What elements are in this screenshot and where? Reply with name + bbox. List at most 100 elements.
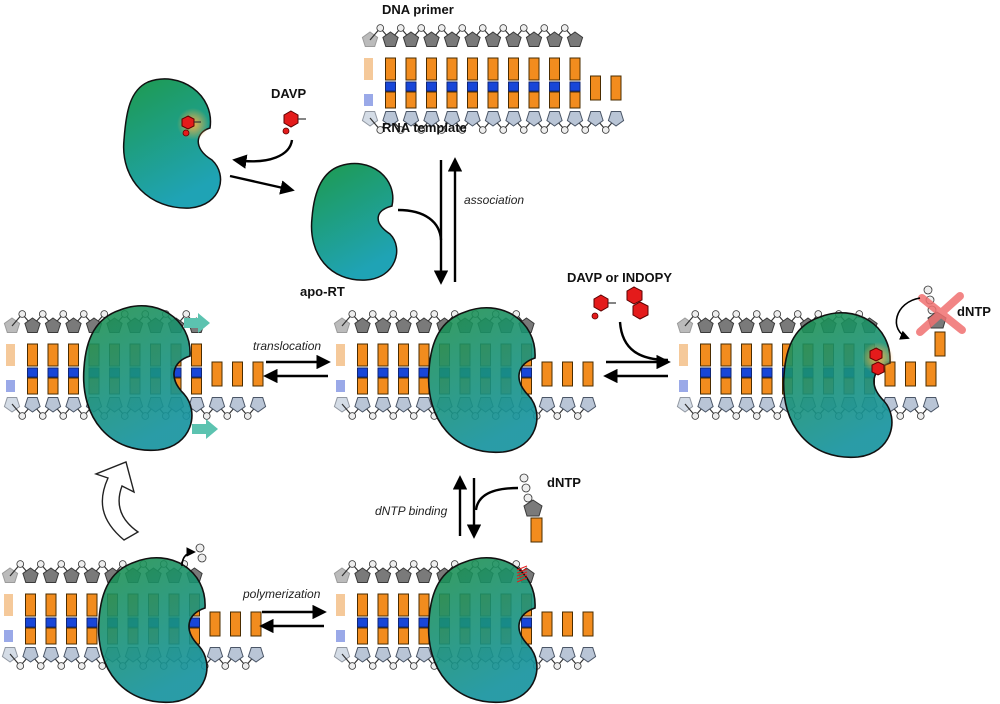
primer-base bbox=[385, 81, 396, 92]
template-nucleotide bbox=[761, 377, 773, 395]
polymerization-arrows bbox=[259, 604, 327, 634]
phosphate bbox=[16, 662, 25, 670]
phosphate bbox=[221, 662, 230, 670]
primer-base bbox=[426, 81, 437, 92]
primer-nucleotide bbox=[528, 57, 540, 81]
sugar-pentagon bbox=[354, 317, 371, 333]
phosphate bbox=[36, 662, 45, 670]
free-inhibitor-molecules bbox=[591, 286, 649, 320]
phosphate bbox=[389, 560, 398, 568]
primer-nucleotide bbox=[761, 343, 773, 367]
template-nucleotide bbox=[211, 361, 223, 387]
sugar-pentagon bbox=[738, 397, 755, 413]
faded-nucleotide bbox=[336, 594, 345, 616]
phosphate bbox=[376, 24, 385, 32]
reverse-transcriptase bbox=[82, 305, 193, 452]
primer-nucleotide bbox=[405, 57, 417, 81]
sugar-pentagon bbox=[44, 317, 62, 333]
primer-base bbox=[446, 81, 458, 92]
primer-nucleotide bbox=[508, 57, 519, 81]
phosphate bbox=[18, 412, 27, 420]
template-nucleotide bbox=[582, 361, 594, 387]
primer-base bbox=[398, 617, 409, 628]
phosphate bbox=[478, 126, 487, 134]
sugar-pentagon bbox=[738, 317, 755, 333]
template-nucleotide bbox=[905, 361, 916, 387]
primer-nucleotide bbox=[385, 57, 396, 81]
sugar-pentagon bbox=[42, 567, 60, 583]
sugar-pentagon bbox=[546, 31, 563, 47]
primer-nucleotide bbox=[398, 343, 409, 367]
phosphate bbox=[16, 560, 25, 568]
primer-base bbox=[418, 367, 430, 378]
phosphate bbox=[601, 126, 610, 134]
phosphate bbox=[79, 412, 88, 420]
primer-nucleotide bbox=[45, 593, 57, 617]
phosphate bbox=[79, 310, 88, 318]
phosphate bbox=[57, 560, 66, 568]
sugar-pentagon bbox=[415, 397, 433, 413]
sugar-pentagon bbox=[587, 111, 604, 127]
faded-base bbox=[679, 380, 688, 392]
primer-base bbox=[720, 367, 732, 378]
phosphate bbox=[409, 560, 418, 568]
template-nucleotide bbox=[45, 627, 57, 645]
template-nucleotide bbox=[446, 91, 458, 109]
sugar-pentagon bbox=[717, 397, 735, 413]
phosphate bbox=[437, 126, 446, 134]
template-nucleotide bbox=[230, 611, 241, 637]
phosphate bbox=[368, 560, 377, 568]
sugar-pentagon bbox=[922, 397, 940, 413]
template-nucleotide bbox=[357, 627, 368, 645]
phosphate bbox=[417, 126, 426, 134]
sugar-pentagon bbox=[697, 397, 714, 413]
phosphate bbox=[368, 412, 377, 420]
primer-nucleotide bbox=[377, 593, 389, 617]
template-nucleotide bbox=[528, 91, 540, 109]
sugar-pentagon bbox=[83, 647, 101, 663]
dna-primer-label: DNA primer bbox=[382, 2, 454, 17]
template-nucleotide bbox=[252, 361, 264, 387]
sugar-pentagon bbox=[83, 567, 101, 583]
template-nucleotide bbox=[405, 91, 417, 109]
phosphate bbox=[348, 412, 357, 420]
phosphate bbox=[560, 126, 569, 134]
translocation-direction-arrows bbox=[184, 313, 218, 439]
template-nucleotide bbox=[47, 377, 59, 395]
primer-base bbox=[467, 81, 478, 92]
phosphate bbox=[368, 662, 377, 670]
sugar-pentagon bbox=[525, 111, 543, 127]
apo-rt-enzyme bbox=[310, 162, 398, 281]
sugar-pentagon bbox=[22, 647, 39, 663]
sugar-pentagon bbox=[538, 397, 556, 413]
phosphate bbox=[573, 412, 582, 420]
template-nucleotide bbox=[398, 377, 409, 395]
sugar-pentagon bbox=[464, 31, 481, 47]
phosphate bbox=[499, 24, 508, 32]
phosphate bbox=[409, 412, 418, 420]
primer-nucleotide bbox=[487, 57, 499, 81]
phosphate bbox=[348, 310, 357, 318]
sugar-pentagon bbox=[758, 397, 776, 413]
phosphate bbox=[77, 662, 86, 670]
primer-base bbox=[521, 617, 532, 628]
template-nucleotide bbox=[741, 377, 752, 395]
phosphate bbox=[540, 24, 549, 32]
sugar-pentagon bbox=[249, 397, 267, 413]
primer-base bbox=[47, 367, 59, 378]
phosphate bbox=[202, 412, 211, 420]
sugar-pentagon bbox=[717, 317, 735, 333]
reverse-transcriptase bbox=[97, 557, 208, 704]
sugar-pentagon bbox=[559, 647, 576, 663]
sugar-pentagon bbox=[382, 111, 399, 127]
sugar-pentagon bbox=[505, 31, 522, 47]
template-nucleotide bbox=[467, 91, 478, 109]
sugar-pentagon bbox=[607, 111, 625, 127]
primer-base bbox=[377, 367, 389, 378]
primer-nucleotide bbox=[720, 343, 732, 367]
ternary-complex-duplex bbox=[333, 557, 597, 704]
sugar-pentagon bbox=[374, 567, 392, 583]
faded-base bbox=[336, 380, 345, 392]
phosphate bbox=[773, 310, 782, 318]
phosphate bbox=[368, 310, 377, 318]
